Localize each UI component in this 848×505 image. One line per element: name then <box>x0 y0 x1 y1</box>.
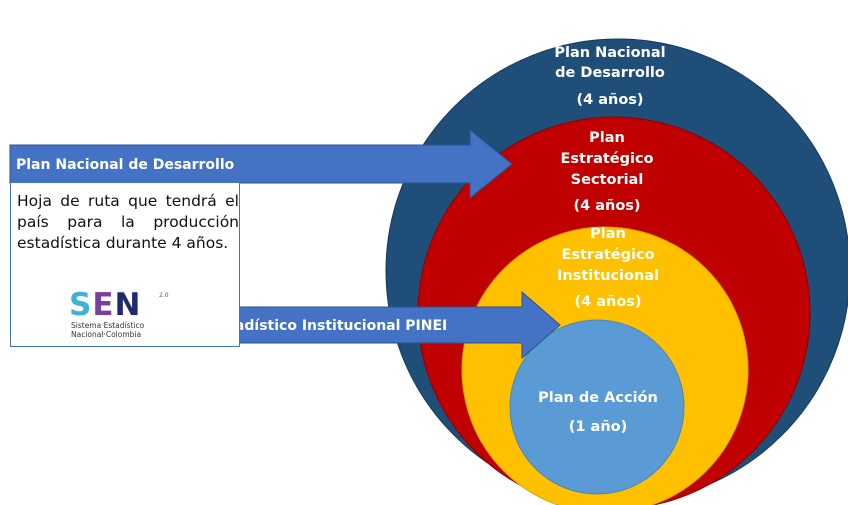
institucional-duration: (4 años) <box>574 294 641 310</box>
institucional-title-line-2: Estratégico <box>561 247 654 263</box>
circle-plan-accion <box>509 319 685 495</box>
sectorial-title-line-3: Sectorial <box>571 172 644 188</box>
outer-title-line-1: Plan Nacional <box>554 45 665 61</box>
sectorial-title-line-1: Plan <box>589 130 625 146</box>
arrow-pinei-label: Plan Estadístico Institucional PINEI <box>171 318 447 334</box>
sen-logo: SEN 2.0 Sistema Estadístico Nacional·Col… <box>69 288 179 346</box>
description-box: Hoja de ruta que tendrá el país para la … <box>10 182 240 347</box>
sectorial-duration: (4 años) <box>573 198 640 214</box>
description-text: Hoja de ruta que tendrá el país para la … <box>17 192 239 252</box>
institucional-title-line-1: Plan <box>590 226 626 242</box>
arrow-plan-nacional-label: Plan Nacional de Desarrollo <box>16 157 235 173</box>
institucional-title-line-3: Institucional <box>557 268 659 284</box>
accion-duration: (1 año) <box>569 419 627 435</box>
sectorial-title-line-2: Estratégico <box>560 151 653 167</box>
sen-logo-superscript: 2.0 <box>159 292 169 299</box>
outer-title-line-2: de Desarrollo <box>555 65 665 81</box>
outer-duration: (4 años) <box>576 92 643 108</box>
sen-logo-word: SEN <box>69 287 142 323</box>
sen-logo-subtitle: Sistema Estadístico Nacional·Colombia <box>71 321 145 339</box>
accion-title: Plan de Acción <box>538 390 658 406</box>
